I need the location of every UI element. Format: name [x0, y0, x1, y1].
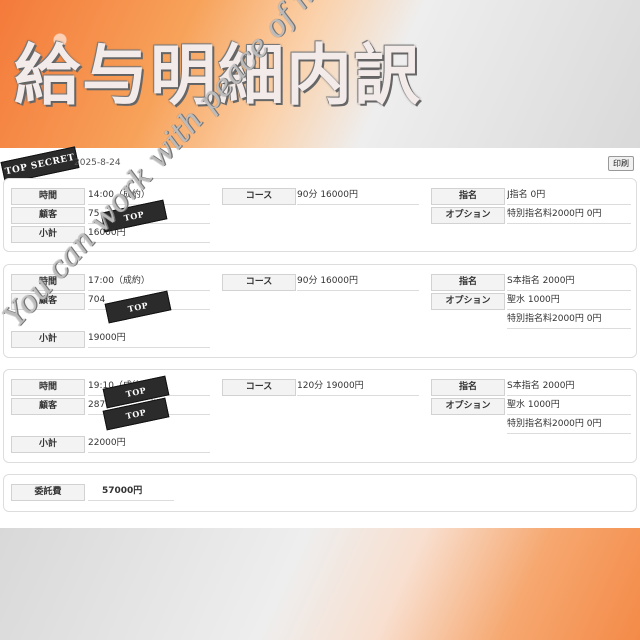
entry-card: 時間 17:00（成約） 顧客 704様 TOP SECRET 小計 19000…: [3, 264, 637, 358]
option-label: オプション: [431, 207, 505, 224]
option-value: 聖水 1000円: [507, 398, 631, 415]
course-value: 90分 16000円: [297, 188, 419, 205]
page-title: 給与明細内訳: [14, 37, 422, 114]
footer-background: [0, 520, 640, 640]
header-background: [0, 0, 640, 150]
commission-label: 委託費: [11, 484, 85, 501]
nomination-value: S本指名 2000円: [507, 274, 631, 291]
option-value: 聖水 1000円: [507, 293, 631, 310]
subtotal-value: 19000円: [88, 331, 210, 348]
print-button[interactable]: 印刷: [608, 156, 634, 171]
commission-value: 57000円: [88, 484, 174, 501]
course-value: 120分 19000円: [297, 379, 419, 396]
nomination-value: J指名 0円: [507, 188, 631, 205]
customer-id: 287: [88, 400, 106, 410]
subtotal-value: 22000円: [88, 436, 210, 453]
subtotal-value: 16000円: [88, 226, 210, 243]
nomination-label: 指名: [431, 274, 505, 291]
course-label: コース: [222, 379, 296, 396]
payslip-page: TOP SECRET 2025-8-24 印刷 時間 14:00（成約） 顧客 …: [0, 146, 640, 528]
option-label: オプション: [431, 293, 505, 310]
payslip-date: 2025-8-24: [74, 158, 121, 168]
course-label: コース: [222, 274, 296, 291]
nomination-value: S本指名 2000円: [507, 379, 631, 396]
customer-label: 顧客: [11, 293, 85, 310]
entry-card: 時間 14:00（成約） 顧客 75様 TOP SECRET 小計 16000円…: [3, 178, 637, 252]
customer-label: 顧客: [11, 398, 85, 415]
course-value: 90分 16000円: [297, 274, 419, 291]
subtotal-label: 小計: [11, 331, 85, 348]
customer-id: 75: [88, 209, 100, 219]
time-label: 時間: [11, 379, 85, 396]
time-label: 時間: [11, 274, 85, 291]
option-value: 特別指名料2000円 0円: [507, 207, 631, 224]
option-value: 特別指名料2000円 0円: [507, 417, 631, 434]
time-value: 17:00（成約）: [88, 274, 210, 291]
nomination-label: 指名: [431, 379, 505, 396]
commission-card: 委託費 57000円: [3, 474, 637, 512]
entry-card: 時間 19:10（成約） TOP SECRET 顧客 287様 TOP SECR…: [3, 369, 637, 463]
customer-id: 704: [88, 295, 106, 305]
option-label: オプション: [431, 398, 505, 415]
course-label: コース: [222, 188, 296, 205]
subtotal-label: 小計: [11, 436, 85, 453]
nomination-label: 指名: [431, 188, 505, 205]
time-label: 時間: [11, 188, 85, 205]
subtotal-label: 小計: [11, 226, 85, 243]
customer-label: 顧客: [11, 207, 85, 224]
option-value: 特別指名料2000円 0円: [507, 312, 631, 329]
